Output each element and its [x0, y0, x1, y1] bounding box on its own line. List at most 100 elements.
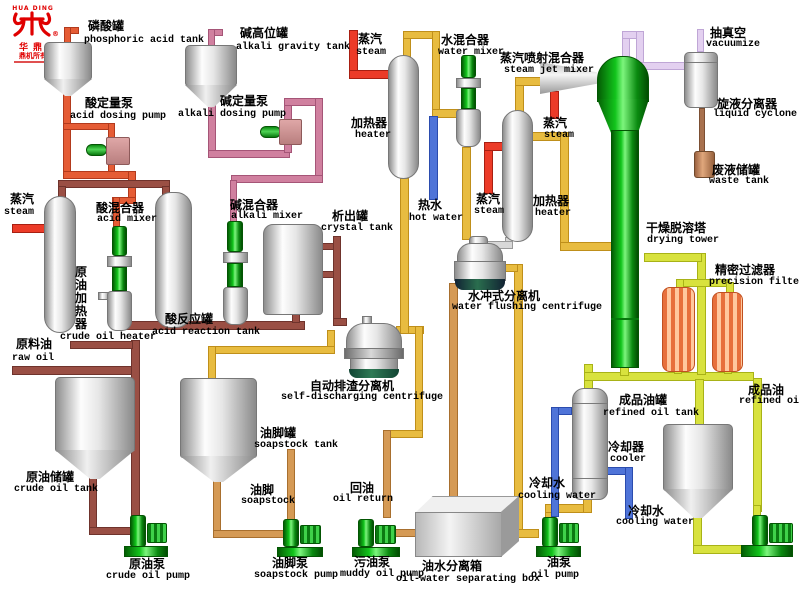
- pipe-h2-tower-h: [560, 242, 612, 251]
- label-refined-oil-zh: 成品油: [748, 383, 785, 397]
- pipe-oil-return-h: [386, 430, 423, 438]
- alkali-gravity-tank: [185, 45, 237, 86]
- pipe-h1-arch-v2: [432, 31, 440, 113]
- acid-dosing-pump: [106, 137, 130, 165]
- label-acid-reaction-tank-zh: 酸反应罐: [165, 312, 214, 326]
- phosphoric-acid-tank-cone: [44, 79, 92, 96]
- alkali-mixer-vessel: [223, 287, 248, 325]
- pipe-crystal-centrifuge-h: [333, 318, 347, 326]
- pipe-heater1-bottom-v: [400, 178, 409, 334]
- pipe-crude-tank-h: [89, 527, 133, 535]
- alkali-dosing-pump-motor: [260, 126, 281, 138]
- label-refined-oil-tank-en: refined oil tank: [603, 408, 700, 419]
- label-crude-oil-pump-zh: 原油泵: [129, 557, 166, 571]
- label-cooler-zh: 冷却器: [608, 440, 645, 454]
- pipe-centrifuge-out-v: [415, 326, 423, 438]
- pipe-oil-return-v: [383, 430, 391, 518]
- label-crude-oil-heater-en: crude oil heater: [60, 332, 157, 343]
- pipe-phos-main-v: [63, 94, 71, 178]
- label-steam-h2-en: steam: [474, 206, 505, 217]
- label-oil-return-zh: 回油: [350, 481, 375, 495]
- drying-tower-band: [611, 318, 639, 320]
- label-phosphoric-tank-en: phosphoric acid tank: [84, 35, 205, 46]
- label-cooling-water-right-en: cooling water: [616, 517, 695, 528]
- label-waste-tank-en: waste tank: [709, 176, 770, 187]
- label-self-discharging-centrifuge-zh: 自动排渣分离机: [310, 379, 395, 393]
- drying-tower-body: [611, 130, 639, 368]
- label-oil-pump-en: oil pump: [531, 570, 580, 581]
- label-soapstock-pump-zh: 油脚泵: [272, 556, 309, 570]
- label-liquid-cyclone-zh: 旋液分离器: [717, 97, 778, 111]
- pipe-wf-drain-v: [449, 283, 458, 499]
- label-soapstock-tank-zh: 油脚罐: [260, 426, 297, 440]
- label-steam-mid-zh: 蒸汽: [358, 32, 383, 46]
- logo-company-sub: 鼎机所有: [19, 52, 47, 60]
- crude-oil-pump-motor: [147, 523, 167, 543]
- oil-pump-base: [536, 546, 581, 557]
- label-alkali-gravity-tank-zh: 碱高位罐: [240, 26, 289, 40]
- label-alkali-mixer-en: alkali mixer: [231, 211, 304, 222]
- logo-company-name: 华鼎: [18, 43, 47, 53]
- logo-arc-text: HUA DING: [12, 5, 54, 12]
- label-raw-oil-en: raw oil: [12, 353, 55, 364]
- pipe-h2-right-v: [560, 132, 569, 250]
- precision-filter-2: [712, 292, 743, 372]
- label-steam-left-zh: 蒸汽: [10, 192, 35, 206]
- pipe-filters-central-v: [697, 253, 706, 375]
- label-cooler-en: cooler: [610, 454, 647, 465]
- label-steam-jet-zh: 蒸汽: [543, 116, 568, 130]
- label-precision-filter-zh: 精密过滤器: [715, 263, 776, 277]
- alkali-dosing-pump: [279, 119, 302, 145]
- alkali-mixer-shaft: [227, 263, 243, 287]
- label-oil-water-separating-box-en: oil-water separating box: [396, 574, 541, 585]
- label-soapstock-zh: 油脚: [250, 483, 275, 497]
- soapstock-pump-body: [283, 519, 299, 547]
- refined-oil-pump-body: [752, 515, 768, 546]
- acid-reaction-tank: [155, 192, 192, 328]
- pipe-raw-oil-h: [12, 366, 133, 375]
- pipe-filters-top-h: [644, 253, 702, 262]
- acid-mixer-shaft: [112, 267, 127, 291]
- pipe-alk-low-h: [208, 150, 290, 158]
- refined-oil-tank: [663, 424, 733, 491]
- label-soapstock-tank-en: soapstock tank: [254, 440, 339, 451]
- water-flushing-centrifuge-base: [455, 279, 505, 290]
- pipe-hot-water-v: [429, 116, 438, 200]
- logo-fine-print: [14, 61, 52, 63]
- refined-oil-pump-base: [741, 545, 793, 557]
- soapstock-tank: [180, 378, 257, 458]
- acid-mixer-motor: [112, 226, 127, 256]
- alkali-mixer-motor: [227, 221, 243, 252]
- label-steam-left-en: steam: [4, 207, 35, 218]
- heater-1: [388, 55, 419, 179]
- waste-tank: [694, 151, 715, 178]
- label-refined-oil-tank-zh: 成品油罐: [619, 393, 668, 407]
- label-acid-reaction-tank-en: acid reaction tank: [152, 327, 261, 338]
- label-acid-mixer-en: acid mixer: [97, 214, 158, 225]
- acid-mixer-coupling: [107, 256, 132, 267]
- pipe-bottom-manifold-h: [584, 372, 754, 381]
- label-steam-jet-mixer-en: steam jet mixer: [504, 65, 595, 76]
- label-steam-mid-en: steam: [356, 47, 387, 58]
- label-steam-h2-zh: 蒸汽: [476, 192, 501, 206]
- pipe-crude-heater-h: [70, 341, 133, 349]
- oil-pump-motor: [559, 523, 579, 543]
- label-raw-oil-zh: 原料油: [16, 337, 53, 351]
- pipe-jet-steam-v: [550, 91, 559, 119]
- label-crystal-tank-zh: 析出罐: [332, 209, 369, 223]
- logo-registered-mark: ®: [52, 30, 59, 38]
- company-logo: HUA DING ® 华鼎 鼎机所有: [0, 0, 64, 70]
- label-cooling-water-left-en: cooling water: [518, 491, 597, 502]
- label-vacuumize-en: vacuumize: [706, 39, 761, 50]
- label-acid-mixer-zh: 酸混合器: [96, 201, 145, 215]
- cooler-band-bottom: [572, 478, 608, 479]
- label-cooling-water-left-zh: 冷却水: [529, 476, 566, 490]
- water-flushing-centrifuge-body: [454, 261, 506, 281]
- crude-oil-tank: [55, 377, 135, 452]
- drying-tower-head: [597, 56, 649, 102]
- pipe-alk-right-v: [315, 98, 323, 182]
- label-muddy-oil-pump-en: muddy oil pump: [340, 569, 425, 580]
- liquid-cyclone: [684, 52, 718, 108]
- cooler-vessel: [572, 388, 608, 500]
- label-crude-oil-pump-en: crude oil pump: [106, 571, 191, 582]
